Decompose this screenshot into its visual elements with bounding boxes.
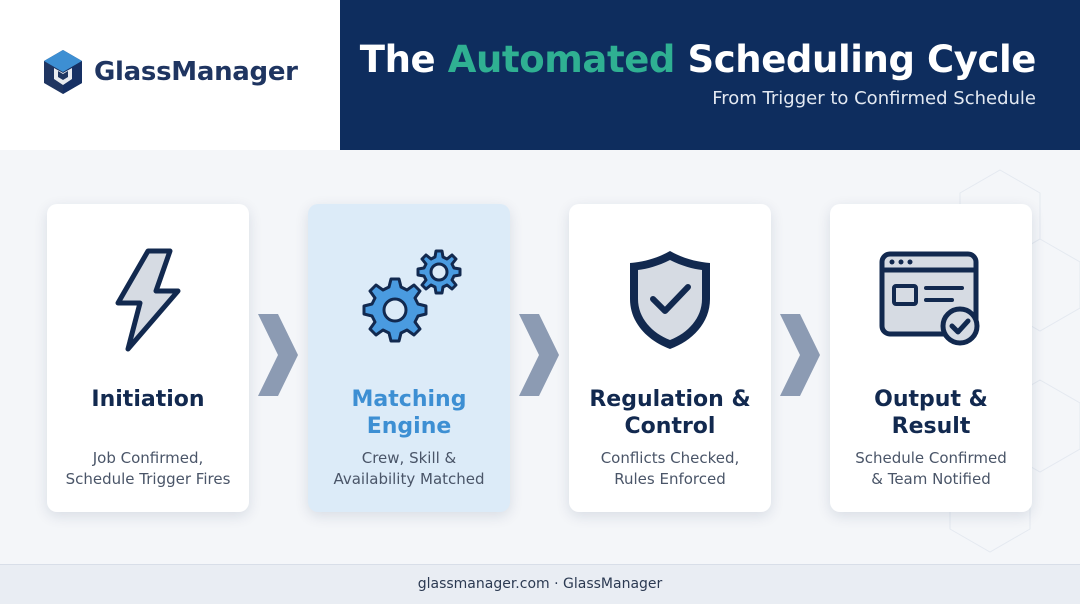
title-accent: Automated (447, 38, 676, 81)
page-subtitle: From Trigger to Confirmed Schedule (712, 88, 1036, 109)
logo-panel: GlassManager (0, 0, 340, 150)
chevron-right-icon (780, 314, 820, 396)
step-description: Job Confirmed, Schedule Trigger Fires (65, 449, 231, 488)
header-banner: The Automated Scheduling Cycle From Trig… (340, 0, 1080, 150)
lightning-bolt-icon (115, 248, 181, 352)
chevron-right-icon (258, 314, 298, 396)
cube-logo-icon (44, 50, 82, 94)
step-description: Schedule Confirmed & Team Notified (855, 449, 1007, 488)
step-card-initiation: Initiation Job Confirmed, Schedule Trigg… (47, 204, 249, 512)
gears-icon (362, 249, 462, 343)
browser-check-icon (879, 251, 980, 346)
step-title: Initiation (91, 387, 205, 412)
footer: glassmanager.com · GlassManager (0, 564, 1080, 604)
shield-check-icon (630, 251, 710, 349)
step-card-output-result: Output & Result Schedule Confirmed & Tea… (830, 204, 1032, 512)
step-title: Output & Result (874, 387, 988, 439)
step-description: Conflicts Checked, Rules Enforced (600, 449, 740, 488)
step-description: Crew, Skill & Availability Matched (333, 449, 485, 488)
brand-logo: GlassManager (42, 48, 298, 96)
step-card-matching-engine: Matching Engine Crew, Skill & Availabili… (308, 204, 510, 512)
step-title: Regulation & Control (589, 387, 751, 439)
page-title: The Automated Scheduling Cycle (359, 38, 1037, 81)
brand-name: GlassManager (94, 57, 298, 87)
chevron-right-icon (519, 314, 559, 396)
step-title: Matching Engine (351, 387, 467, 439)
step-card-regulation-control: Regulation & Control Conflicts Checked, … (569, 204, 771, 512)
